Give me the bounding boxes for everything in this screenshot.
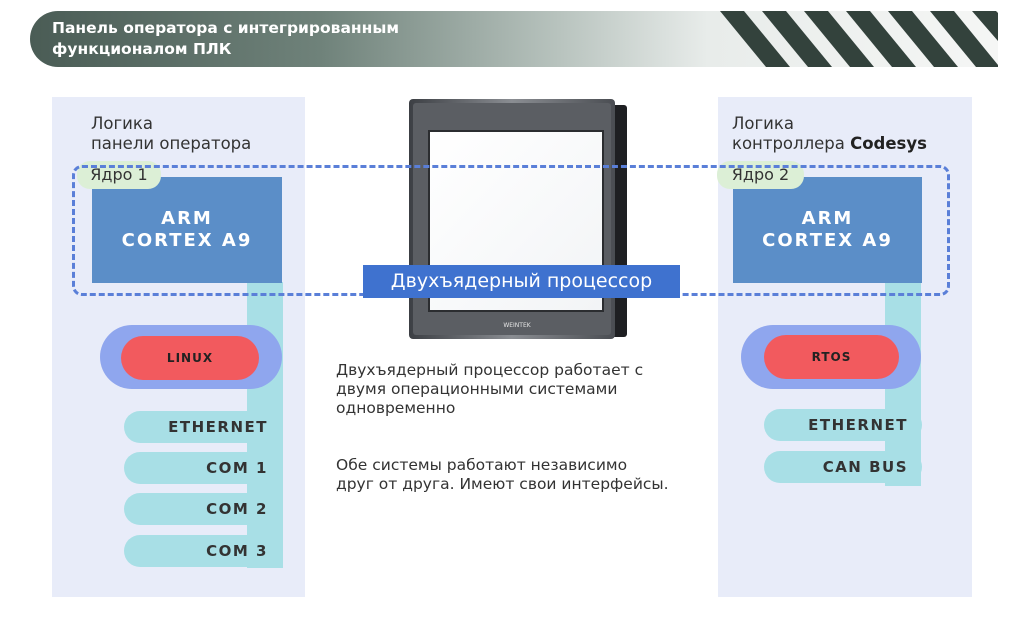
description-paragraph-1: Двухъядерный процессор работает с двумя … [336, 361, 643, 418]
left-interface-com3: COM 3 [124, 535, 282, 567]
left-interface-ethernet: ETHERNET [124, 411, 282, 443]
description-2-line-2: друг от друга. Имеют свои интерфейсы. [336, 475, 669, 493]
left-cpu-block: ARM CORTEX A9 [92, 177, 282, 283]
right-cpu-line-1: ARM [801, 208, 854, 229]
right-panel-caption: Логика контроллера Codesys [732, 114, 927, 154]
left-caption-line-1: Логика [91, 114, 153, 133]
right-caption-line-1: Логика [732, 114, 794, 133]
right-caption-codesys: Codesys [850, 134, 927, 153]
left-panel-caption: Логика панели оператора [91, 114, 251, 154]
left-interface-com2: COM 2 [124, 493, 282, 525]
title-line-1: Панель оператора с интегрированным [52, 19, 400, 37]
description-2-line-1: Обе системы работают независимо [336, 456, 628, 474]
header-banner: Панель оператора с интегрированным функц… [30, 11, 998, 67]
left-os-badge: LINUX [121, 336, 259, 380]
right-caption-line-2: контроллера Codesys [732, 134, 927, 154]
device-brand-label: WEINTEK [503, 322, 531, 329]
right-interface-can-bus: CAN BUS [764, 451, 922, 483]
right-cpu-block: ARM CORTEX A9 [733, 177, 922, 283]
description-1-line-1: Двухъядерный процессор работает с [336, 361, 644, 379]
left-caption-line-2: панели оператора [91, 134, 252, 153]
dual-core-label: Двухъядерный процессор [363, 265, 680, 298]
title-line-2: функционалом ПЛК [52, 40, 232, 58]
right-interface-ethernet: ETHERNET [764, 409, 922, 441]
page-title: Панель оператора с интегрированным функц… [52, 18, 472, 60]
decorative-stripes [720, 11, 998, 67]
left-cpu-line-1: ARM [161, 208, 213, 229]
description-paragraph-2: Обе системы работают независимо друг от … [336, 456, 669, 494]
right-cpu-line-2: CORTEX A9 [762, 230, 893, 251]
right-os-badge: RTOS [764, 335, 899, 379]
description-1-line-3: одновременно [336, 399, 456, 417]
description-1-line-2: двумя операционными системами [336, 380, 618, 398]
left-cpu-line-2: CORTEX A9 [121, 230, 253, 251]
right-caption-prefix: контроллера [732, 134, 851, 153]
left-interface-com1: COM 1 [124, 452, 282, 484]
